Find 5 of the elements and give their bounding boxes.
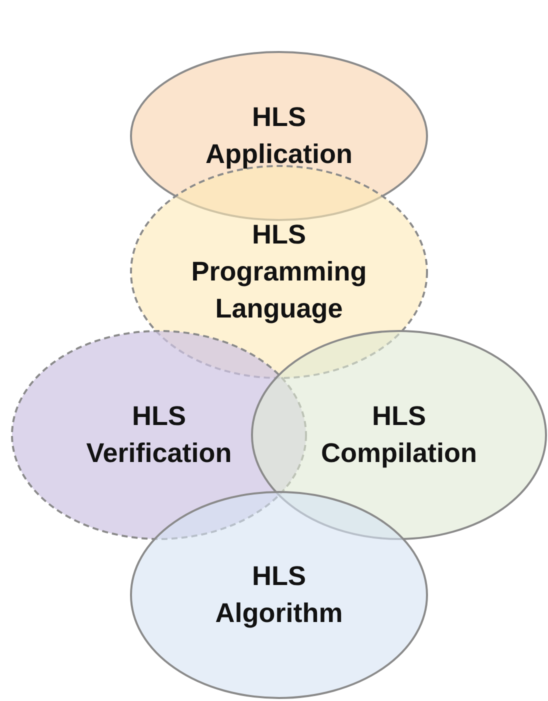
ellipse-label: HLS Application: [206, 101, 352, 171]
ellipse-label: HLS Verification: [86, 400, 232, 470]
ellipse-label: HLS Compilation: [321, 400, 477, 470]
ellipse-label: HLS Algorithm: [215, 560, 343, 630]
ellipse-label: HLS Programming Language: [191, 218, 367, 326]
